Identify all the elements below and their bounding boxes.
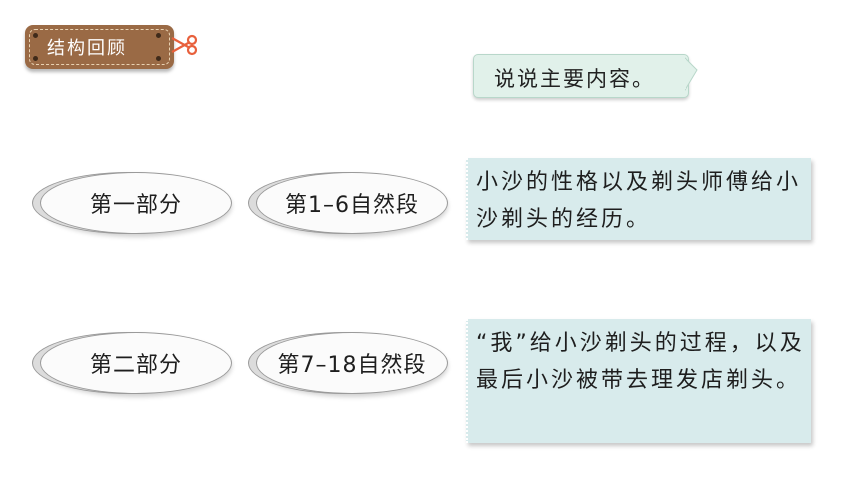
part-label: 第一部分	[89, 193, 182, 218]
tag-label: 结构回顾	[47, 38, 127, 59]
section-tag: 结构回顾	[25, 25, 174, 69]
prompt-text: 说说主要内容。	[494, 67, 655, 91]
tag-stitch	[29, 29, 170, 65]
summary-box: 小沙的性格以及剃头师傅给小沙剃头的经历。	[466, 158, 811, 240]
speech-tail-icon	[685, 57, 698, 91]
summary-text: 小沙的性格以及剃头师傅给小沙剃头的经历。	[476, 170, 802, 232]
part-label: 第二部分	[89, 353, 182, 378]
summary-text: “我”给小沙剃头的过程，以及最后小沙被带去理发店剃头。	[476, 331, 805, 393]
summary-box: “我”给小沙剃头的过程，以及最后小沙被带去理发店剃头。	[466, 319, 811, 443]
tag-rivet	[33, 33, 38, 38]
tag-rivet	[156, 56, 161, 61]
part-oval: 第二部分	[40, 332, 232, 394]
paragraph-range-oval: 第7–18自然段	[256, 332, 448, 394]
paragraph-range-oval: 第1–6自然段	[256, 172, 448, 234]
paragraph-range: 第7–18自然段	[277, 353, 427, 378]
tag-rivet	[156, 33, 161, 38]
paragraph-range: 第1–6自然段	[285, 193, 419, 218]
prompt-bubble: 说说主要内容。	[473, 54, 689, 98]
scissors-icon	[171, 34, 198, 56]
part-oval: 第一部分	[40, 172, 232, 234]
tag-rivet	[33, 56, 38, 61]
